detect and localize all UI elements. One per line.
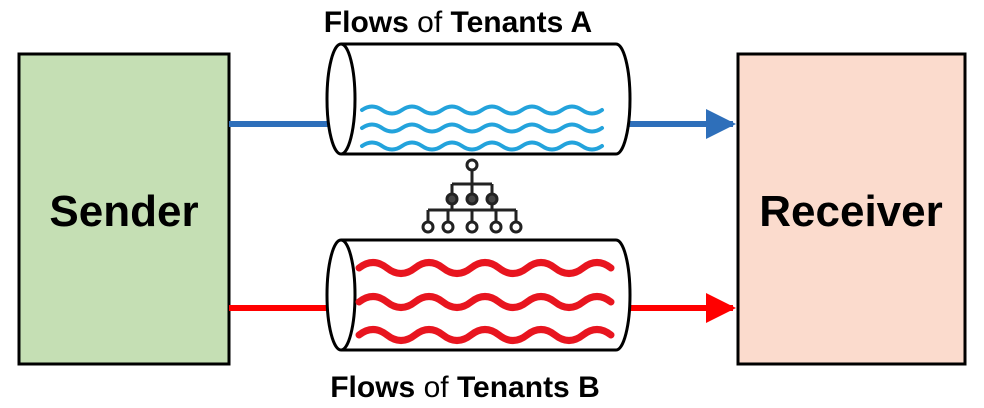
tenant-a-pipe-body xyxy=(341,42,632,156)
sender-box: Sender xyxy=(17,52,231,366)
sender-box-rect xyxy=(17,52,231,366)
receiver-box-rect xyxy=(736,52,967,366)
tenant-a-caption-word: Flows xyxy=(324,6,409,39)
tenant-b-wave xyxy=(355,326,615,344)
tenant-b-caption: Flows of Tenants B xyxy=(330,371,600,404)
tenant-b-flow-waves xyxy=(355,259,615,344)
tenant-b-caption-connector: of xyxy=(415,371,457,404)
receiver-label: Receiver xyxy=(759,187,942,236)
tenant-b-wave xyxy=(355,259,615,277)
receiver-box: Receiver xyxy=(736,52,967,366)
tenant-a-wave xyxy=(360,122,604,134)
tenant-a-wave xyxy=(360,140,604,152)
tenant-a-caption-tenant: Tenants A xyxy=(451,6,593,39)
tenant-a-pipe-opening xyxy=(325,42,357,156)
tenant-a-wave xyxy=(360,104,604,116)
tenant-b-caption-tenant: Tenants B xyxy=(457,371,600,404)
tenant-b-pipe xyxy=(325,238,632,352)
tenant-a-caption-connector: of xyxy=(409,6,451,39)
hierarchy-tree-icon xyxy=(421,158,523,234)
tenant-b-caption-word: Flows xyxy=(330,371,415,404)
tenant-a-flow-waves xyxy=(360,104,604,152)
tenant-b-pipe-opening xyxy=(325,238,357,352)
tenant-a-caption: Flows of Tenants A xyxy=(324,6,592,39)
tenant-a-pipe xyxy=(325,42,632,156)
sender-label: Sender xyxy=(49,187,198,236)
tenant-b-wave xyxy=(355,293,615,311)
